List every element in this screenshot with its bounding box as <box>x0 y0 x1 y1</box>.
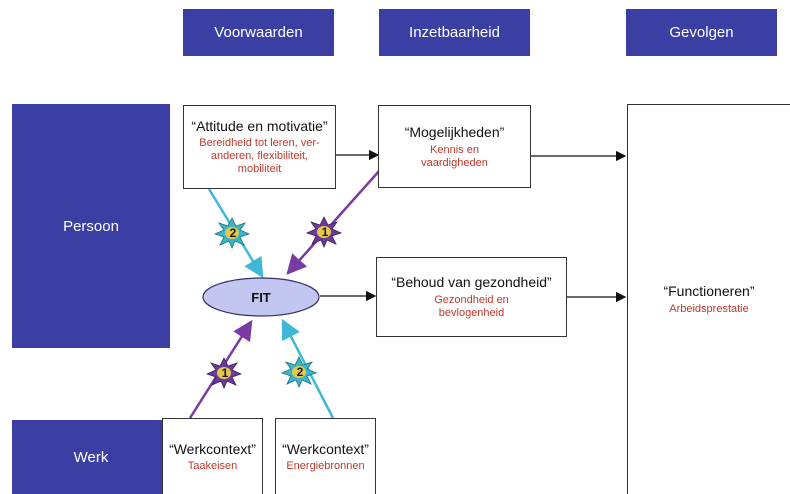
fit-ellipse <box>202 277 320 317</box>
burst-2-number: 1 <box>322 225 329 239</box>
burst-4 <box>280 356 318 389</box>
box-functioneren: “Functioneren” Arbeidsprestatie <box>627 104 790 494</box>
burst-1-number: 2 <box>230 226 237 240</box>
box-werkcontext-energiebronnen-title: “Werkcontext” <box>282 440 369 457</box>
row-werk: Werk <box>12 420 170 494</box>
box-mogelijkheden-subtitle: Kennis en vaardigheden <box>421 143 488 169</box>
box-functioneren-title: “Functioneren” <box>663 283 755 299</box>
box-werkcontext-taakeisen-subtitle: Taakeisen <box>187 459 238 472</box>
box-werkcontext-energiebronnen-subtitle: Energiebronnen <box>286 459 365 472</box>
header-inzetbaarheid: Inzetbaarheid <box>379 9 530 56</box>
box-attitude-subtitle: Bereidheid tot leren, ver-anderen, flexi… <box>199 137 320 175</box>
arrow-mogelijkheden-to-fit <box>286 169 381 275</box>
box-werkcontext-taakeisen-title: “Werkcontext” <box>169 440 256 457</box>
header-voorwaarden-label: Voorwaarden <box>214 24 303 41</box>
row-werk-label: Werk <box>73 448 109 466</box>
box-mogelijkheden: “Mogelijkheden” Kennis en vaardigheden <box>378 105 531 188</box>
burst-1 <box>213 217 251 250</box>
burst-4-number: 2 <box>297 365 304 379</box>
box-werkcontext-taakeisen: “Werkcontext” Taakeisen <box>162 418 263 494</box>
box-functioneren-subtitle: Arbeidsprestatie <box>669 303 749 315</box>
fit-label: FIT <box>251 289 271 305</box>
burst-3-number: 1 <box>222 366 229 380</box>
header-voorwaarden: Voorwaarden <box>183 9 334 56</box>
header-gevolgen: Gevolgen <box>626 9 777 56</box>
row-persoon-label: Persoon <box>63 217 119 235</box>
burst-3 <box>205 357 243 390</box>
box-attitude-title: “Attitude en motivatie” <box>191 118 328 134</box>
header-inzetbaarheid-label: Inzetbaarheid <box>409 24 500 41</box>
header-gevolgen-label: Gevolgen <box>669 24 734 41</box>
box-werkcontext-energiebronnen: “Werkcontext” Energiebronnen <box>275 418 376 494</box>
box-behoud-title: “Behoud van gezondheid” <box>391 274 552 290</box>
box-behoud-subtitle: Gezondheid en bevlogenheid <box>434 294 509 319</box>
burst-2 <box>305 216 343 249</box>
box-attitude: “Attitude en motivatie” Bereidheid tot l… <box>183 105 336 189</box>
box-mogelijkheden-title: “Mogelijkheden” <box>404 123 505 140</box>
box-behoud: “Behoud van gezondheid” Gezondheid en be… <box>376 257 567 337</box>
row-persoon: Persoon <box>12 104 170 348</box>
